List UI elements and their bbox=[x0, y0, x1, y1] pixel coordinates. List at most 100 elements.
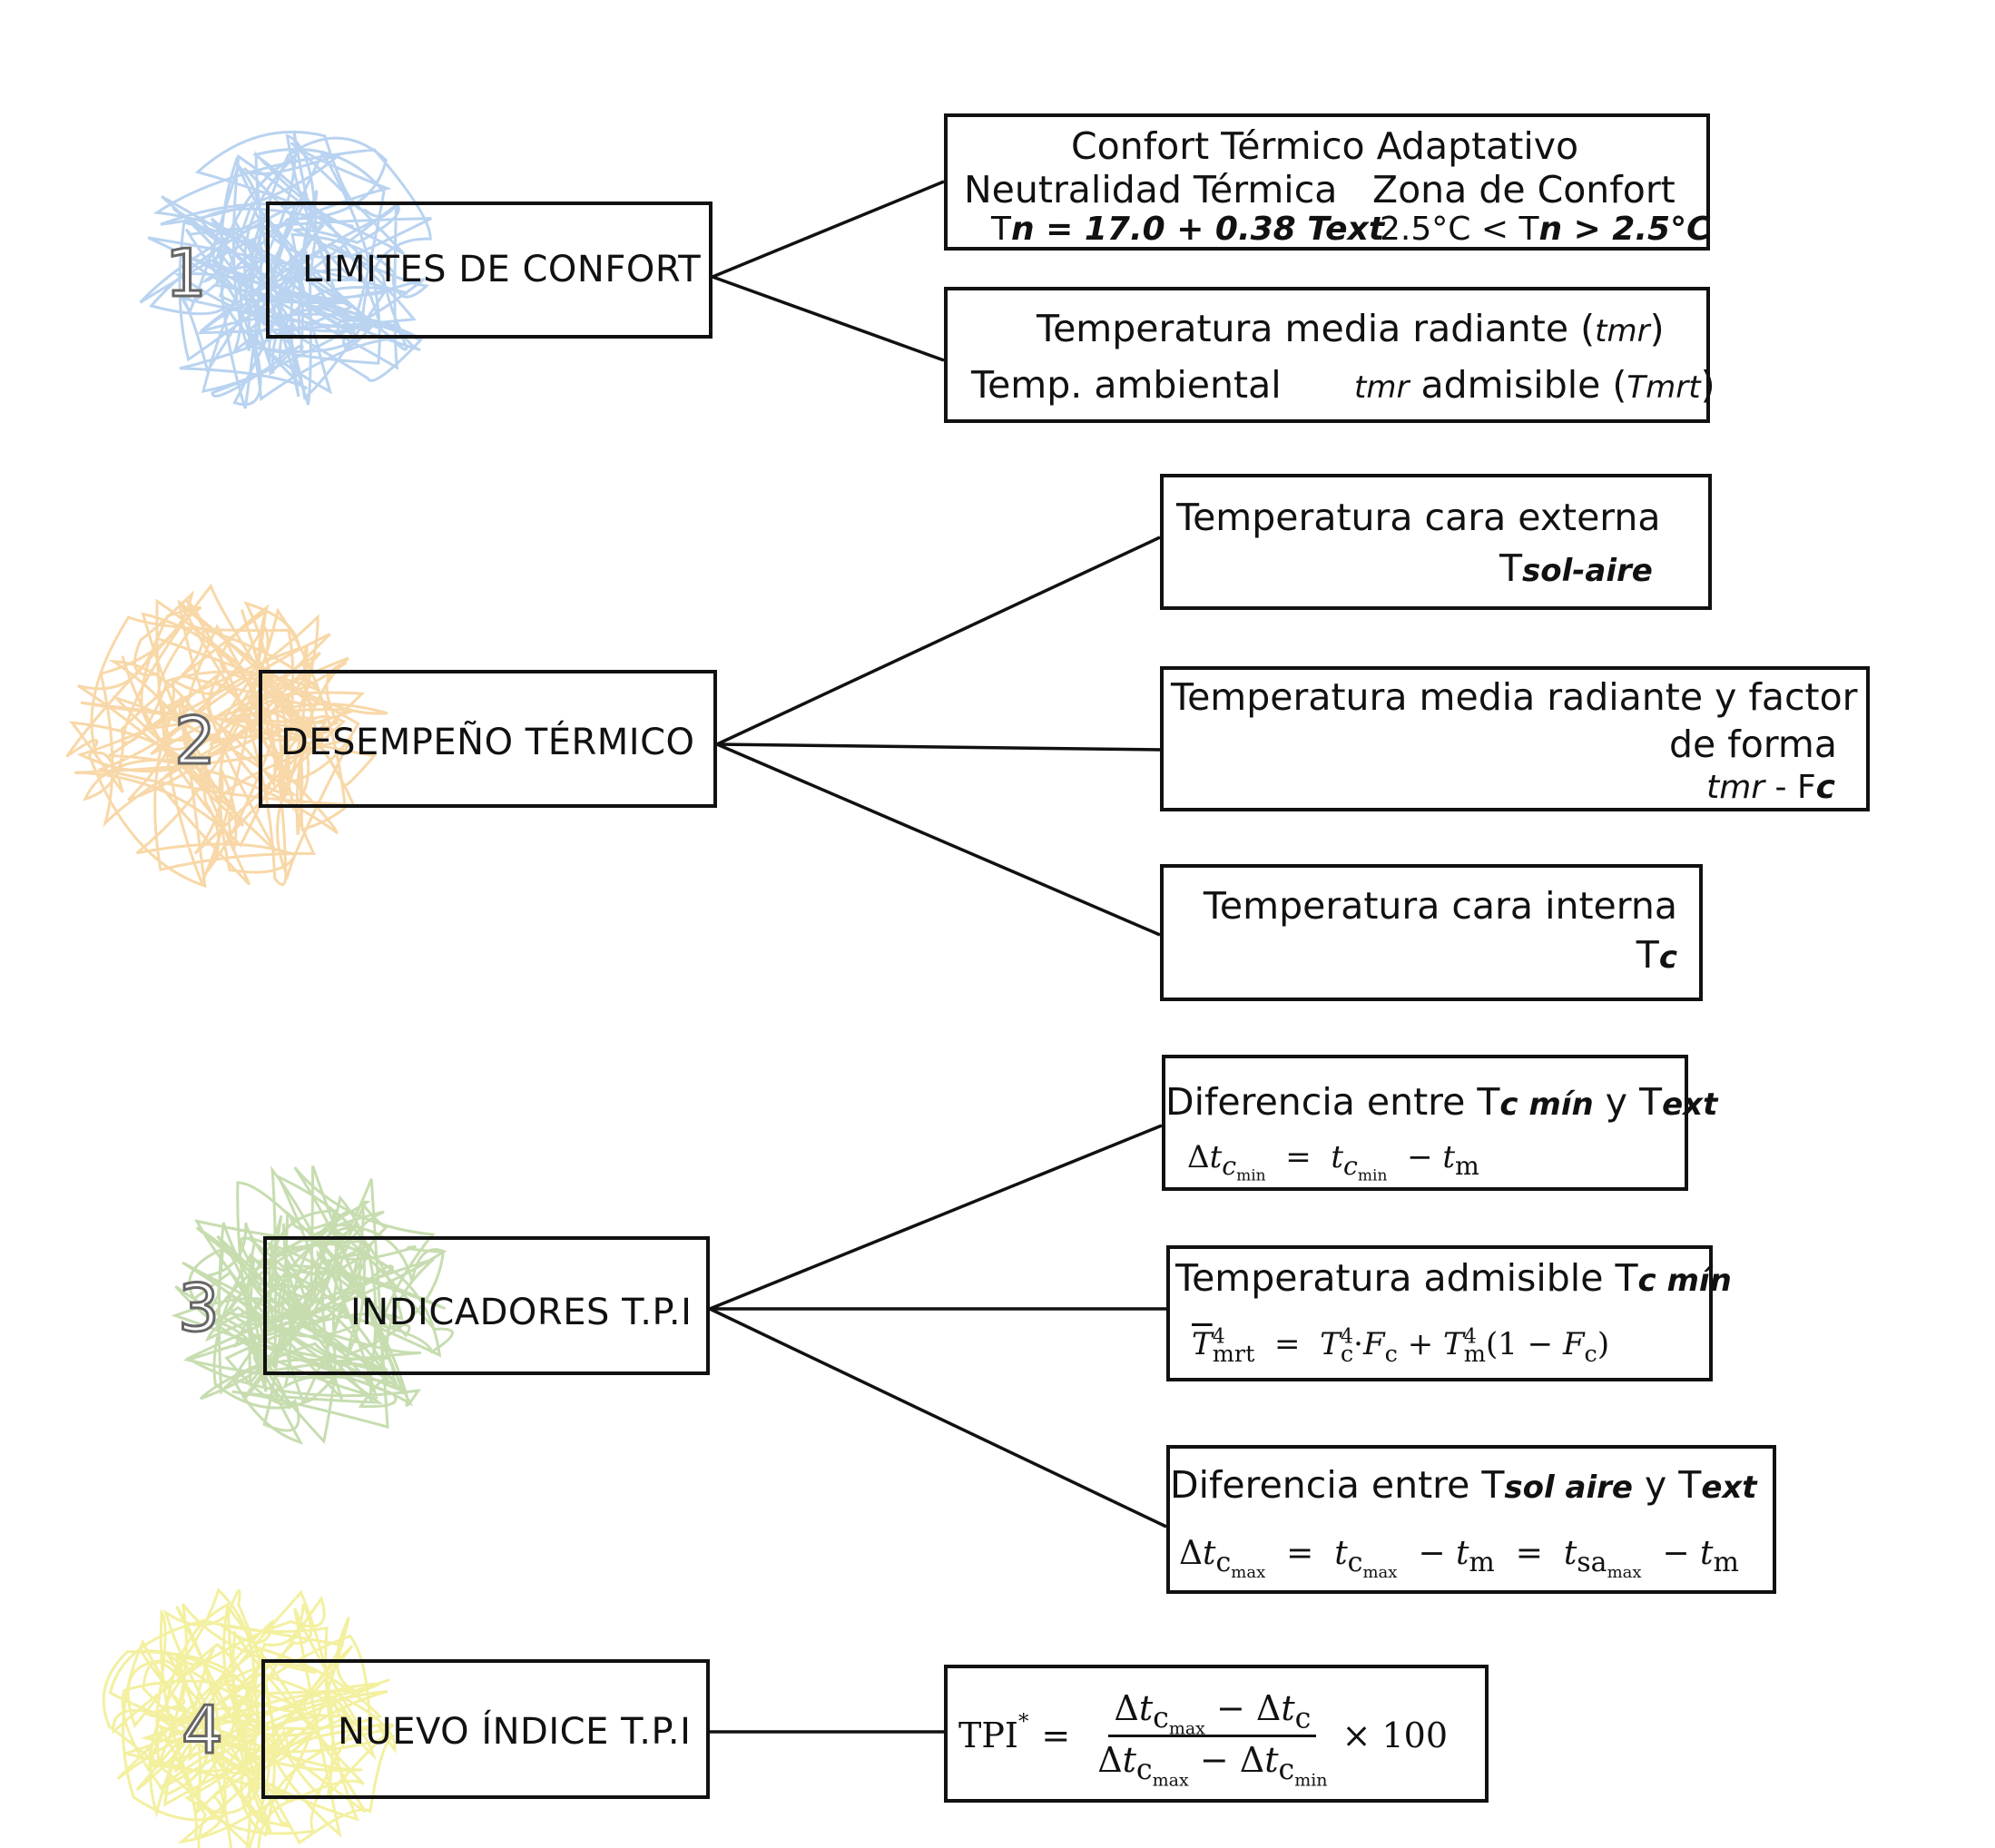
fx-c2: c bbox=[1347, 1547, 1363, 1579]
fm-min2: min bbox=[1357, 1166, 1388, 1185]
fx-t5: t bbox=[1700, 1535, 1714, 1572]
rad-right-var: tmr bbox=[1354, 369, 1410, 406]
tpi-fraction: Δtcmax − Δtc Δtcmax − Δtcmin bbox=[1092, 1687, 1332, 1789]
rad-right-mid: admisible ( bbox=[1409, 363, 1627, 407]
box-cara-interna: Temperatura cara interna Tc bbox=[1160, 864, 1703, 1001]
fx-m: m bbox=[1469, 1547, 1495, 1579]
confort-formula-2: 2.5°C < Tn > 2.5°C bbox=[1380, 213, 1711, 246]
connector-2a bbox=[716, 536, 1161, 746]
formula-delta-tc-max: Δtcmax = tcmax − tm = tsamax − tm bbox=[1179, 1535, 1739, 1581]
connector-2c bbox=[716, 742, 1161, 937]
formula-delta-tc-min: Δtcmin = tcmin − tm bbox=[1187, 1139, 1479, 1184]
tn-minus: − bbox=[1215, 1687, 1245, 1728]
fa-T2: T bbox=[1320, 1326, 1341, 1362]
scribble-blob-4 bbox=[102, 1588, 397, 1848]
tn-delta2: Δ bbox=[1255, 1687, 1282, 1728]
td-t2: t bbox=[1264, 1739, 1279, 1780]
confort-col1: Neutralidad Térmica bbox=[964, 168, 1338, 211]
stage-label-2: DESEMPEÑO TÉRMICO bbox=[280, 722, 695, 763]
fx-c: c bbox=[1215, 1547, 1232, 1579]
rad-right-var2: Tmrt bbox=[1626, 369, 1701, 406]
connector-lines bbox=[709, 180, 1167, 1734]
stage-box-1: LIMITES DE CONFORT bbox=[266, 202, 712, 339]
tn-t2: t bbox=[1281, 1687, 1295, 1728]
fm-minus: − bbox=[1407, 1139, 1433, 1175]
fa-c: c bbox=[1340, 1340, 1354, 1368]
tpi-denominator: Δtcmax − Δtcmin bbox=[1092, 1737, 1332, 1789]
fm-c: c bbox=[1222, 1150, 1237, 1181]
ext-sym-pre: T bbox=[1499, 546, 1523, 590]
confort-formula-1: Tn = 17.0 + 0.38 Text bbox=[991, 213, 1384, 246]
adm-sub1: c mín bbox=[1637, 1263, 1732, 1299]
td-min: min bbox=[1294, 1770, 1328, 1791]
connector-3a bbox=[709, 1124, 1163, 1311]
stage-number-3: 3 bbox=[177, 1270, 221, 1346]
dmin-sub2: ext bbox=[1662, 1086, 1718, 1123]
box-cara-externa: Temperatura cara externa Tsol-aire bbox=[1160, 474, 1712, 610]
int-sym-pre: T bbox=[1636, 933, 1659, 977]
fa-F: F bbox=[1362, 1326, 1385, 1362]
fm-min: min bbox=[1236, 1166, 1266, 1185]
fm-eq: = bbox=[1285, 1139, 1312, 1175]
dmax-sub2: ext bbox=[1701, 1470, 1757, 1506]
tn-t: t bbox=[1138, 1687, 1154, 1728]
externa-symbol: Tsol-aire bbox=[1499, 550, 1653, 587]
stage-label-4: NUEVO ÍNDICE T.P.I bbox=[338, 1711, 692, 1753]
fa-4c: 4 bbox=[1463, 1324, 1477, 1349]
fx-minus: − bbox=[1418, 1535, 1446, 1572]
tn-c2: c bbox=[1294, 1702, 1312, 1735]
box-temp-admisible: Temperatura admisible Tc mín T4mrt = T4c… bbox=[1166, 1245, 1732, 1381]
formula-tmrt: T4mrt = T4c·Fc + T4m(1 − Fc) bbox=[1192, 1326, 1609, 1366]
dif-min-title: Diferencia entre Tc mín y Text bbox=[1165, 1084, 1717, 1121]
rad-title-var: tmr bbox=[1595, 313, 1650, 349]
fx-t2: t bbox=[1334, 1535, 1348, 1572]
fx-eq2: = bbox=[1515, 1535, 1543, 1572]
fx-sa: sa bbox=[1577, 1547, 1607, 1579]
radiante-right: tmr admisible (Tmrt) bbox=[1354, 367, 1715, 404]
stage-box-4: NUEVO ÍNDICE T.P.I bbox=[261, 1659, 710, 1799]
fx-max2: max bbox=[1362, 1563, 1398, 1583]
tpi-numerator: Δtcmax − Δtc bbox=[1108, 1687, 1317, 1737]
forma-sym-var: tmr bbox=[1706, 769, 1765, 806]
stage-box-3: INDICADORES T.P.I bbox=[263, 1236, 710, 1375]
td-minus: − bbox=[1199, 1739, 1229, 1780]
fa-c2: c bbox=[1384, 1340, 1398, 1368]
tpi-times: × 100 bbox=[1341, 1715, 1449, 1755]
scribble-blob-1 bbox=[139, 130, 432, 409]
dmin-mid: y T bbox=[1593, 1080, 1663, 1124]
confort-col2: Zona de Confort bbox=[1372, 168, 1676, 211]
fm-c2: c bbox=[1343, 1150, 1358, 1181]
forma-sym-c: c bbox=[1815, 769, 1835, 806]
stage-label-1: LIMITES DE CONFORT bbox=[302, 249, 702, 290]
dmax-mid: y T bbox=[1632, 1463, 1702, 1507]
tpi-label: TPI bbox=[958, 1715, 1018, 1755]
radiante-title: Temperatura media radiante (tmr) bbox=[1037, 310, 1665, 348]
td-delta: Δ bbox=[1097, 1739, 1123, 1780]
dmax-sub1: sol aire bbox=[1504, 1470, 1633, 1506]
box-confort-adaptativo: Confort Térmico Adaptativo Neutralidad T… bbox=[944, 113, 1711, 251]
stage-number-4: 4 bbox=[181, 1692, 225, 1768]
stage-box-2: DESEMPEÑO TÉRMICO bbox=[259, 670, 717, 808]
td-t: t bbox=[1122, 1739, 1136, 1780]
tn-delta: Δ bbox=[1114, 1687, 1139, 1728]
ext-sym-sub: sol-aire bbox=[1522, 553, 1653, 589]
fm-delta: Δ bbox=[1187, 1139, 1210, 1175]
fa-c3: c bbox=[1584, 1340, 1597, 1368]
box-diferencia-max: Diferencia entre Tsol aire y Text Δtcmax… bbox=[1166, 1445, 1776, 1594]
rad-title-post: ) bbox=[1649, 307, 1665, 350]
fx-max: max bbox=[1231, 1563, 1266, 1583]
fa-eq: = bbox=[1274, 1326, 1301, 1362]
forma-sym-post: - F bbox=[1764, 769, 1816, 806]
fm-t2: t bbox=[1331, 1139, 1344, 1175]
connector-1b bbox=[712, 275, 945, 362]
f1-rest: n = 17.0 + 0.38 Text bbox=[1011, 211, 1385, 248]
fm-m: m bbox=[1455, 1150, 1479, 1181]
fx-max3: max bbox=[1607, 1563, 1642, 1583]
fa-plus: + bbox=[1407, 1326, 1434, 1362]
fa-4: 4 bbox=[1212, 1324, 1225, 1349]
forma-line1: Temperatura media radiante y factor bbox=[1171, 675, 1858, 719]
dmax-pre: Diferencia entre T bbox=[1170, 1463, 1505, 1507]
fx-m2: m bbox=[1713, 1547, 1739, 1579]
adm-title: Temperatura admisible Tc mín bbox=[1175, 1260, 1732, 1297]
